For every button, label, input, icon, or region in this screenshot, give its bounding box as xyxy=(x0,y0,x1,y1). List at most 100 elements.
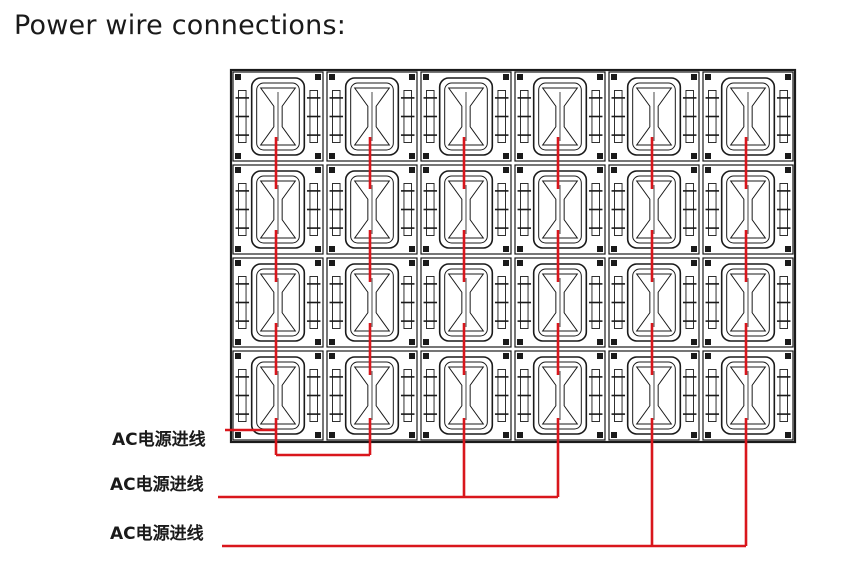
module-frame-inner xyxy=(538,82,582,151)
cabinet xyxy=(420,71,512,162)
corner-connector xyxy=(691,260,697,266)
corner-connector xyxy=(611,432,617,438)
module-frame xyxy=(344,170,400,249)
corner-connector xyxy=(611,260,617,266)
module-brace xyxy=(259,366,297,425)
cabinet-border xyxy=(326,71,418,162)
ac-input-label-3: AC电源进线 xyxy=(110,524,204,544)
corner-connector xyxy=(409,260,415,266)
module-frame-inner xyxy=(538,268,582,337)
corner-connector xyxy=(503,167,509,173)
cabinet xyxy=(326,164,418,255)
corner-connector xyxy=(785,153,791,159)
cabinet-border xyxy=(232,350,324,441)
corner-connector xyxy=(691,246,697,252)
corner-connector xyxy=(691,339,697,345)
module-frame-inner xyxy=(726,82,770,151)
cabinet xyxy=(326,350,418,441)
cabinet xyxy=(232,164,324,255)
module-brace xyxy=(353,180,391,239)
cabinet-border xyxy=(514,164,606,255)
corner-connector xyxy=(423,74,429,80)
corner-connector xyxy=(517,353,523,359)
corner-connector xyxy=(705,432,711,438)
module-frame-inner xyxy=(632,361,676,430)
module-frame-inner xyxy=(726,175,770,244)
corner-connector xyxy=(785,339,791,345)
module-frame xyxy=(532,77,588,156)
cabinet xyxy=(702,350,794,441)
corner-connector xyxy=(785,353,791,359)
wall-frame xyxy=(229,68,797,444)
module-frame xyxy=(250,77,306,156)
module-frame-inner xyxy=(256,268,300,337)
corner-connector xyxy=(705,246,711,252)
corner-connector xyxy=(329,432,335,438)
module-frame-inner xyxy=(350,82,394,151)
corner-connector xyxy=(503,432,509,438)
cabinet xyxy=(326,257,418,348)
corner-connector xyxy=(611,339,617,345)
corner-connector xyxy=(597,153,603,159)
module-frame-inner xyxy=(444,268,488,337)
corner-connector xyxy=(315,74,321,80)
corner-connector xyxy=(409,432,415,438)
cabinet xyxy=(702,71,794,162)
corner-connector xyxy=(503,74,509,80)
module-brace xyxy=(635,180,673,239)
corner-connector xyxy=(785,432,791,438)
cabinet xyxy=(326,71,418,162)
cabinet xyxy=(232,257,324,348)
module-frame xyxy=(626,263,682,342)
cabinet-border xyxy=(232,164,324,255)
corner-connector xyxy=(315,353,321,359)
module-frame xyxy=(626,356,682,435)
corner-connector xyxy=(611,167,617,173)
corner-connector xyxy=(785,167,791,173)
corner-connector xyxy=(517,432,523,438)
module-frame-inner xyxy=(350,268,394,337)
cabinet xyxy=(608,71,700,162)
module-frame-inner xyxy=(726,361,770,430)
corner-connector xyxy=(329,339,335,345)
module-brace xyxy=(447,87,485,146)
cabinet-border xyxy=(702,257,794,348)
cabinet xyxy=(420,350,512,441)
corner-connector xyxy=(235,260,241,266)
corner-connector xyxy=(597,74,603,80)
corner-connector xyxy=(423,246,429,252)
corner-connector xyxy=(503,260,509,266)
corner-connector xyxy=(597,246,603,252)
corner-connector xyxy=(503,353,509,359)
corner-connector xyxy=(705,260,711,266)
module-frame xyxy=(626,170,682,249)
corner-connector xyxy=(691,432,697,438)
cabinet-border xyxy=(420,350,512,441)
cabinet xyxy=(514,350,606,441)
corner-connector xyxy=(597,432,603,438)
cabinet xyxy=(702,164,794,255)
corner-connector xyxy=(315,432,321,438)
module-frame xyxy=(344,263,400,342)
corner-connector xyxy=(597,167,603,173)
module-brace xyxy=(259,180,297,239)
corner-connector xyxy=(423,260,429,266)
module-brace xyxy=(353,87,391,146)
module-frame-inner xyxy=(256,361,300,430)
corner-connector xyxy=(503,339,509,345)
corner-connector xyxy=(691,167,697,173)
module-frame-inner xyxy=(538,361,582,430)
cabinet-border xyxy=(702,164,794,255)
corner-connector xyxy=(409,339,415,345)
corner-connector xyxy=(785,260,791,266)
cabinet-border xyxy=(608,71,700,162)
corner-connector xyxy=(235,432,241,438)
module-brace xyxy=(635,366,673,425)
module-frame xyxy=(532,356,588,435)
corner-connector xyxy=(315,153,321,159)
module-frame xyxy=(344,77,400,156)
corner-connector xyxy=(597,260,603,266)
corner-connector xyxy=(517,74,523,80)
cabinet-border xyxy=(514,257,606,348)
corner-connector xyxy=(315,339,321,345)
